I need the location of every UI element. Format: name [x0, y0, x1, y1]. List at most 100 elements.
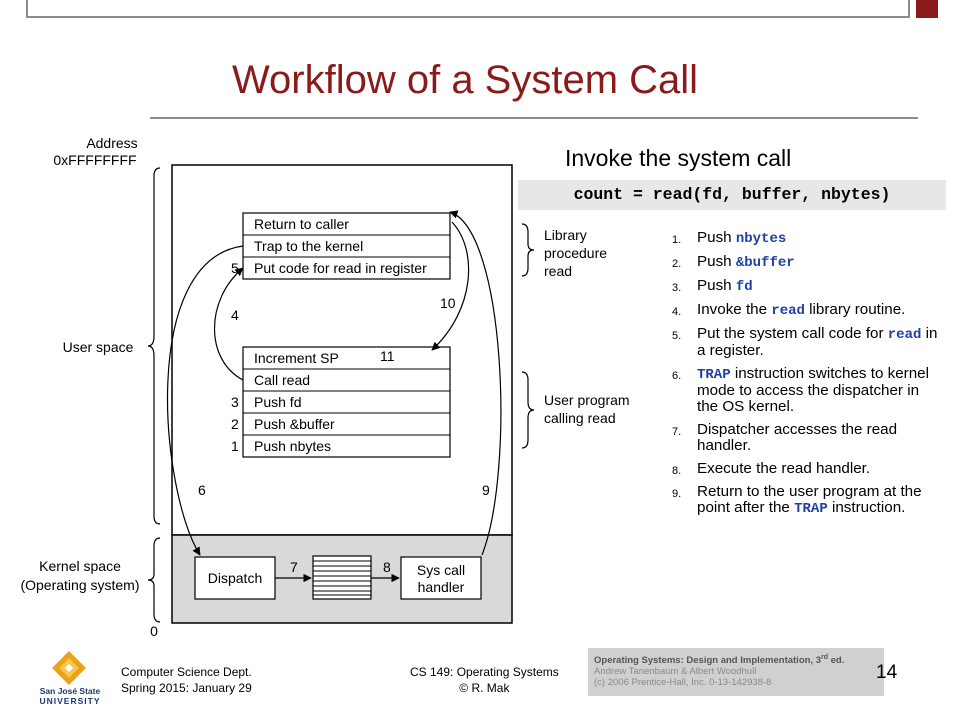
citation-box: Operating Systems: Design and Implementa… [588, 648, 884, 696]
footer-center: CS 149: Operating Systems © R. Mak [410, 664, 559, 696]
lib-line-trap: Trap to the kernel [254, 238, 363, 254]
prog-line-pushbuffer: Push &buffer [254, 416, 335, 432]
address-bottom-label: 0 [150, 623, 158, 639]
program-brace [521, 371, 535, 449]
invoke-heading: Invoke the system call [565, 145, 792, 171]
slide-title: Workflow of a System Call [232, 58, 699, 102]
step-code-text: fd [735, 279, 753, 295]
step-number: 9. [672, 488, 682, 500]
step-item: 5. Put the system call code for read in a… [672, 326, 942, 359]
logo-text-line2: UNIVERSITY [39, 696, 101, 706]
step-code-text: read [887, 327, 922, 343]
step-post-text: in a register. [697, 325, 938, 359]
citation-sup: rd [821, 654, 828, 661]
address-label: Address [86, 135, 137, 151]
page-number: 14 [876, 662, 898, 683]
program-label-1: User program [544, 392, 630, 408]
sjsu-logo-text: San José State UNIVERSITY [34, 686, 106, 706]
arrow-4 [214, 267, 244, 381]
step-pre-text: Invoke the [697, 301, 772, 318]
arrow-10 [431, 221, 470, 351]
citation-title-end: ed. [828, 655, 845, 667]
step-number: 4. [672, 306, 682, 318]
prog-line-pushnbytes: Push nbytes [254, 438, 331, 454]
library-label-3: read [544, 263, 572, 279]
library-label-1: Library [544, 227, 587, 243]
user-program-box [242, 346, 451, 458]
citation-title: Operating Systems: Design and Implementa… [594, 655, 821, 667]
step-number: 5. [672, 330, 682, 342]
arrow-6 [166, 245, 244, 556]
step-num-4: 4 [231, 307, 239, 323]
step-num-3: 3 [231, 394, 239, 410]
handler-label-1: Sys call [417, 562, 465, 578]
kernel-space-label: Kernel space [39, 558, 121, 574]
step-item: 8. Execute the read handler. [672, 460, 942, 478]
step-pre-text: Put the system call code for [697, 325, 888, 342]
step-pre-text: Push [697, 229, 736, 246]
step-pre-text: Execute the read handler. [697, 460, 871, 477]
step-code-text: &buffer [735, 255, 795, 271]
step-item: 3. Push fd [672, 277, 942, 296]
step-item: 6.TRAP instruction switches to kernel mo… [672, 366, 942, 415]
footer-author: © R. Mak [459, 681, 510, 695]
step-pre-text: Return to the user program at the point … [697, 483, 922, 516]
step-item: 9. Return to the user program at the poin… [672, 483, 942, 518]
dispatch-table [312, 555, 372, 600]
user-space-label: User space [63, 339, 134, 355]
steps-list: 1. Push nbytes 2.Push &buffer 3. Push fd 4. In… [672, 230, 942, 524]
dispatch-box [194, 556, 276, 600]
step-num-6: 6 [198, 482, 206, 498]
footer-dept: Computer Science Dept. [121, 665, 252, 679]
footer-term: Spring 2015: January 29 [121, 681, 252, 695]
step-num-1: 1 [231, 438, 239, 454]
step-num-11: 11 [380, 348, 395, 364]
step-post-text: instruction. [827, 499, 906, 516]
arrow-9 [449, 210, 502, 556]
step-number: 2. [672, 258, 682, 270]
step-num-7: 7 [290, 559, 298, 575]
sjsu-logo-icon [52, 651, 86, 685]
step-number: 8. [672, 465, 682, 477]
step-post-text: library routine. [804, 301, 906, 318]
step-item: 2.Push &buffer [672, 254, 942, 272]
lib-line-return: Return to caller [254, 216, 349, 232]
kernel-space-brace [147, 537, 161, 623]
address-top-label: 0xFFFFFFFF [53, 152, 136, 168]
prog-line-callread: Call read [254, 372, 310, 388]
step-item: 7. Dispatcher accesses the read handler. [672, 422, 942, 454]
step-code-text: TRAP [794, 501, 828, 517]
dispatch-table-rows [313, 560, 371, 596]
step-post-text: instruction switches to kernel mode to a… [697, 365, 929, 415]
step-num-2: 2 [231, 416, 239, 432]
title-rule [150, 117, 918, 119]
citation-authors: Andrew Tanenbaum & Albert Woodhull [594, 666, 757, 678]
handler-label-2: handler [418, 579, 465, 595]
top-decor-bar [26, 0, 910, 18]
library-brace [521, 223, 535, 277]
user-space-brace [147, 167, 161, 525]
step-number: 1. [672, 234, 682, 246]
step-number: 3. [672, 282, 682, 294]
dispatch-label: Dispatch [208, 570, 262, 586]
logo-text-line1: San José State [39, 686, 101, 696]
step-num-10: 10 [440, 295, 456, 311]
step-number: 6. [672, 370, 682, 382]
lib-line-putcode: Put code for read in register [254, 260, 427, 276]
step-num-8: 8 [383, 559, 391, 575]
citation-copyright: (c) 2006 Prentice-Hall, Inc. 0-13-142938… [594, 677, 772, 689]
step-number: 7. [672, 426, 682, 438]
step-item: 4.Invoke the read library routine. [672, 301, 942, 320]
footer-course: CS 149: Operating Systems [410, 665, 559, 679]
code-statement: count = read(fd, buffer, nbytes) [518, 180, 946, 210]
step-num-9: 9 [482, 482, 490, 498]
library-label-2: procedure [544, 245, 607, 261]
prog-line-pushfd: Push fd [254, 394, 301, 410]
syscall-handler-box [400, 556, 482, 600]
step-code-text: nbytes [735, 231, 787, 247]
program-label-2: calling read [544, 410, 616, 426]
step-pre-text: Dispatcher accesses the read handler. [697, 421, 898, 454]
step-pre-text: Push [697, 277, 736, 294]
kernel-space-sublabel: (Operating system) [20, 577, 139, 593]
